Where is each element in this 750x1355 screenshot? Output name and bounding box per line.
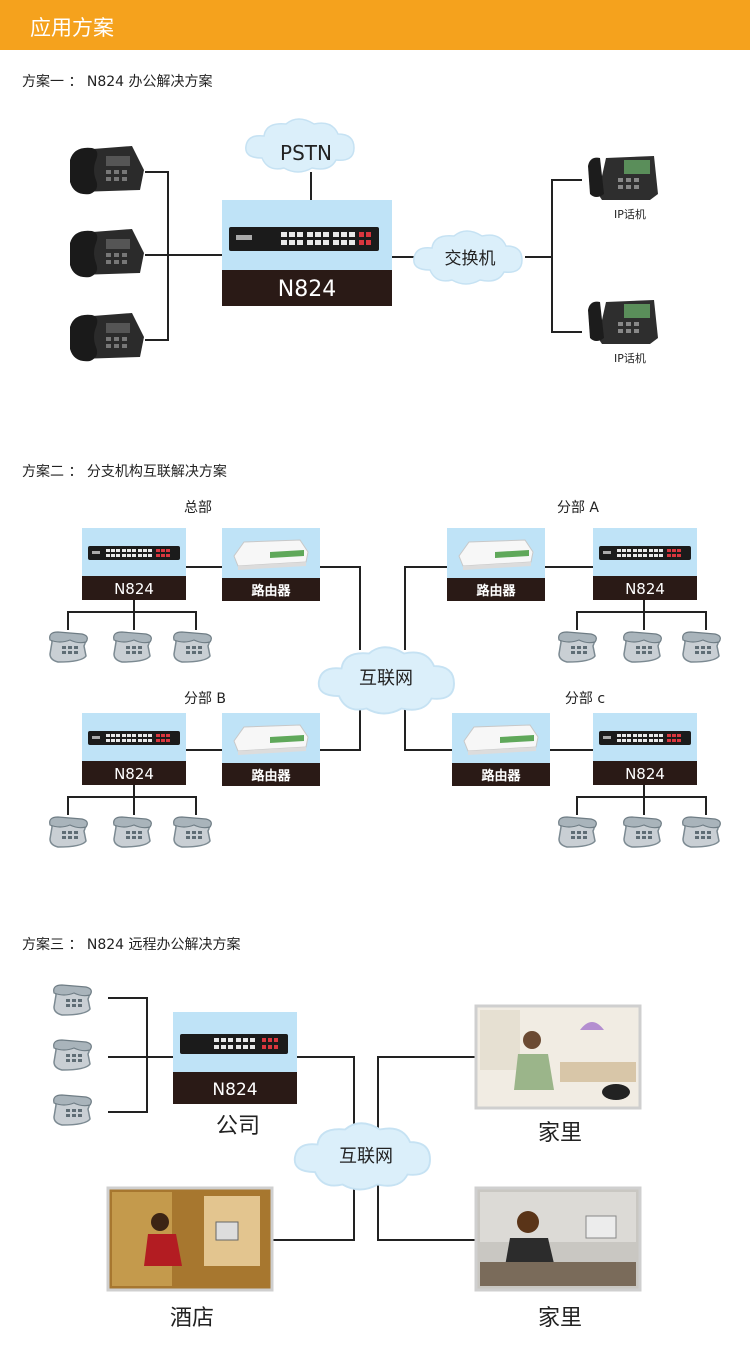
phone-icon: [48, 816, 89, 848]
n824-device-branch-a: [593, 528, 697, 600]
header-title: 应用方案: [30, 16, 114, 40]
scheme2-title: 方案二 ： 分支机构互联解决方案: [22, 464, 227, 480]
home-label-2: 家里: [538, 1306, 583, 1331]
desk-phone-icon: [70, 146, 144, 195]
company-label: 公司: [216, 1114, 261, 1139]
scheme3-title: 方案三 ： N824 远程办公解决方案: [22, 937, 241, 953]
hotel-label: 酒店: [170, 1306, 215, 1331]
phone-icon: [112, 816, 153, 848]
cloud-switch-label: 交换机: [445, 249, 496, 269]
n824-device-branch-c: [593, 713, 697, 785]
ip-phone-label-2: IP话机: [614, 351, 646, 365]
phone-icon: [622, 816, 663, 848]
router-label-branch-c: 路由器: [481, 768, 521, 784]
phone-icon: [52, 1094, 93, 1126]
phone-icon: [681, 631, 722, 663]
ip-phone-icon: [588, 300, 658, 344]
phone-icon: [172, 816, 213, 848]
internet-label-2: 互联网: [359, 668, 413, 689]
desk-phone-icon: [70, 229, 144, 278]
page-header: 应用方案: [0, 0, 750, 50]
phone-icon: [681, 816, 722, 848]
router-label-branch-b: 路由器: [251, 768, 291, 784]
n824-device-1: [222, 200, 392, 306]
scheme1-title: 方案一 ： N824 办公解决方案: [22, 74, 213, 90]
phone-icon: [112, 631, 153, 663]
router-branch-c: [452, 713, 550, 786]
n824-device-hq: [82, 528, 186, 600]
branch-b-label: 分部 B: [184, 691, 226, 707]
home-photo-2: [474, 1186, 642, 1292]
phone-icon: [557, 816, 598, 848]
router-hq: [222, 528, 320, 601]
n824-label-branch-a: N824: [625, 580, 665, 598]
phone-icon: [557, 631, 598, 663]
hq-label: 总部: [184, 500, 212, 516]
phone-icon: [52, 984, 93, 1016]
n824-label-1: N824: [278, 277, 336, 302]
n824-label-hq: N824: [114, 580, 154, 598]
home-photo-1: [474, 1004, 642, 1110]
router-branch-a: [447, 528, 545, 601]
phone-icon: [48, 631, 89, 663]
router-branch-b: [222, 713, 320, 786]
router-label-branch-a: 路由器: [476, 583, 516, 599]
branch-c-label: 分部 c: [565, 691, 605, 707]
desk-phone-icon: [70, 313, 144, 362]
n824-label-company: N824: [212, 1080, 257, 1100]
ip-phone-icon: [588, 156, 658, 200]
phone-icon: [172, 631, 213, 663]
branch-a-label: 分部 A: [557, 500, 599, 516]
ip-phone-label-1: IP话机: [614, 207, 646, 221]
cloud-pstn-label: PSTN: [280, 141, 332, 165]
n824-device-branch-b: [82, 713, 186, 785]
internet-label-3: 互联网: [339, 1146, 393, 1167]
home-label-1: 家里: [538, 1121, 583, 1146]
phone-icon: [622, 631, 663, 663]
phone-icon: [52, 1039, 93, 1071]
hotel-photo: [106, 1186, 274, 1292]
n824-label-branch-b: N824: [114, 765, 154, 783]
router-label-hq: 路由器: [251, 583, 291, 599]
n824-label-branch-c: N824: [625, 765, 665, 783]
n824-device-company: [173, 1012, 297, 1104]
